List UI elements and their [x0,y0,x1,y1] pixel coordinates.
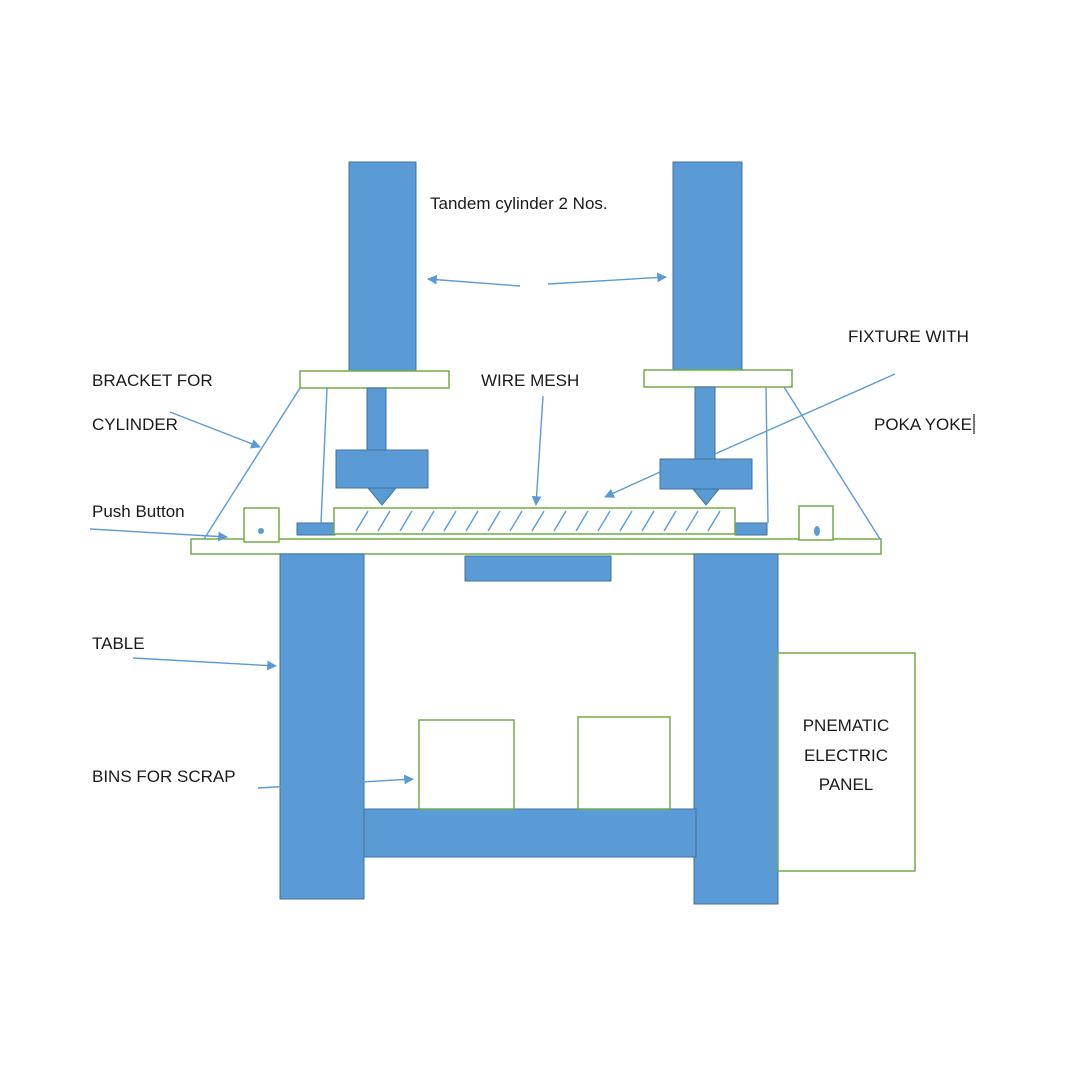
panel-label-line1: PNEMATIC [803,716,890,735]
fixture-label-line1: FIXTURE WITH [848,327,969,346]
right-piston-rod [694,386,716,460]
bracket-support-line [203,387,301,540]
fixture-arrow-to-head [714,373,896,455]
tandem-cylinder-arrow-right [547,272,667,285]
table-right-leg [693,553,779,905]
table-top [190,538,882,555]
left-cylinder-bracket [299,370,450,389]
bracket-support-line [320,387,328,524]
table-left-leg [279,553,365,900]
panel-label-line3: PANEL [819,775,874,794]
bins-arrow [257,774,414,789]
wire-mesh-label: WIRE MESH [481,371,579,390]
tandem-cylinder-arrow-left [427,274,521,287]
left-push-button[interactable] [243,507,280,543]
scrap-bin-right [577,716,671,810]
right-punch-tip [691,488,721,506]
table-label: TABLE [92,634,145,653]
under-table-plate [464,555,612,582]
push-button-label: Push Button [92,502,185,521]
bracket-label-line1: BRACKET FOR [92,371,213,390]
fixture-arrow-to-mesh [604,471,661,498]
table-arrow [132,657,277,671]
bracket-support-line [765,386,769,524]
left-press-head [335,449,429,489]
wire-mesh-arrow [531,395,544,506]
pneumatic-electric-panel [777,652,916,872]
scrap-bin-left [418,719,515,810]
bracket-support-line [783,386,881,540]
left-cylinder [348,161,417,372]
right-push-button[interactable] [798,505,834,541]
fixture-right-plate [734,522,768,536]
fixture-left-plate [296,522,336,536]
left-punch-tip [366,487,398,506]
right-cylinder-bracket [643,369,793,388]
wire-mesh [333,507,736,535]
table-crossbar [363,808,697,858]
left-piston-rod [366,387,387,451]
push-button-arrow [89,528,228,542]
tandem-cylinder-label: Tandem cylinder 2 Nos. [430,194,608,213]
right-press-head [659,458,753,490]
bracket-arrow [169,411,261,449]
bins-label: BINS FOR SCRAP [92,767,236,786]
panel-label-line2: ELECTRIC [804,746,888,765]
bracket-label-line2: CYLINDER [92,415,178,434]
right-cylinder [672,161,743,372]
fixture-label-line2: POKA YOKE [874,415,972,434]
